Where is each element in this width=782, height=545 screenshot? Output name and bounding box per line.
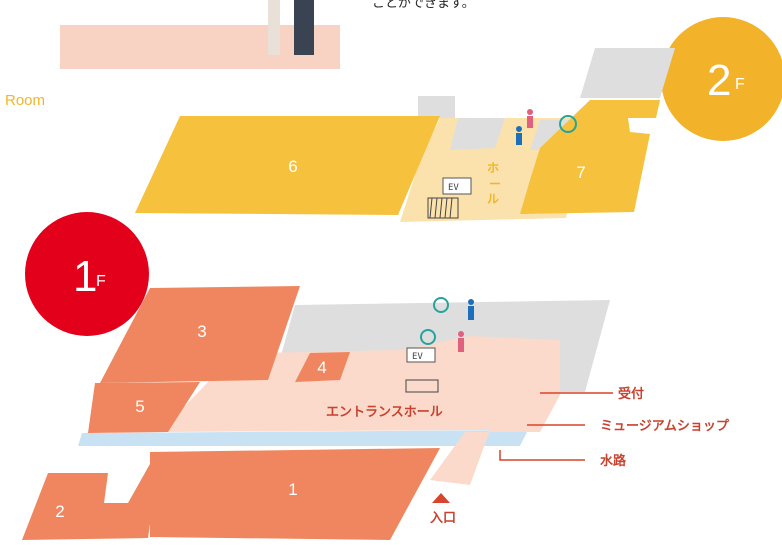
elevator-1f [406,347,436,363]
badge-1f-unit: F [96,273,106,290]
room-1f-4-number: 4 [317,358,326,377]
person-figure-left [268,0,280,55]
mens-restroom-icon [516,126,522,132]
floor-badge-2f: 2 F [661,17,782,141]
reception-label: 受付 [618,386,644,402]
room-2f-6-number: 6 [288,157,297,176]
hall-2f-label-1: ホ [487,161,499,175]
entrance-hall-area [160,336,560,485]
entrance-arrow-icon [432,493,450,503]
room-1f-3 [100,286,300,383]
waterway-area [78,430,528,446]
room-1f-5 [88,382,200,433]
room-1f-5-number: 5 [135,397,144,416]
room-1f-3-number: 3 [197,322,206,341]
room-1f-2 [22,453,160,540]
stairs-2f [427,197,459,219]
accessible-restroom-icon-1f-a [433,297,449,313]
room-2f-7 [520,100,660,214]
floor-1f: EV 3 5 4 1 2 エントランスホール [22,286,610,540]
room-1f-2-number: 2 [55,502,64,521]
elevator-2f [442,177,472,195]
room-1f-1-number: 1 [288,480,297,499]
room-2f-7-number: 7 [576,163,585,182]
callouts [432,392,613,503]
entrance-hall-label: エントランスホール [326,405,443,420]
waterway-label: 水路 [600,453,627,469]
room-1f-4 [295,352,350,382]
caption-partial: ことができます。 [372,0,475,11]
womens-restroom-icon-1f [458,331,464,337]
wall-2f-c [450,118,505,150]
room-label: Room [5,92,45,109]
room-1f-1 [150,448,440,540]
hall-2f-label-3: ル [487,192,499,206]
wall-2f-b [580,48,675,98]
accessible-restroom-icon-1f-b [420,329,436,345]
badge-1f-number: 1 [73,252,97,301]
photo-floor [60,25,340,69]
hall-2f-label-2: ー [489,177,501,191]
museum-shop-label: ミュージアムショップ [600,419,730,434]
wall-2f-a [418,96,455,118]
room-2f-6 [135,116,440,215]
womens-restroom-icon [527,109,533,115]
badge-2f-number: 2 [707,56,731,105]
entrance-label: 入口 [430,511,456,526]
mens-restroom-icon-1f [468,299,474,305]
ev-2f-label: EV [448,183,459,193]
ev-1f-label: EV [412,352,423,362]
floor-2f: EV 6 7 ホ ー ル [135,48,675,222]
stairs-1f [405,379,439,393]
accessible-restroom-icon [559,115,577,133]
floor-badge-1f: 1 F [25,212,149,336]
person-figure-right [294,0,314,55]
badge-2f-unit: F [735,76,745,93]
